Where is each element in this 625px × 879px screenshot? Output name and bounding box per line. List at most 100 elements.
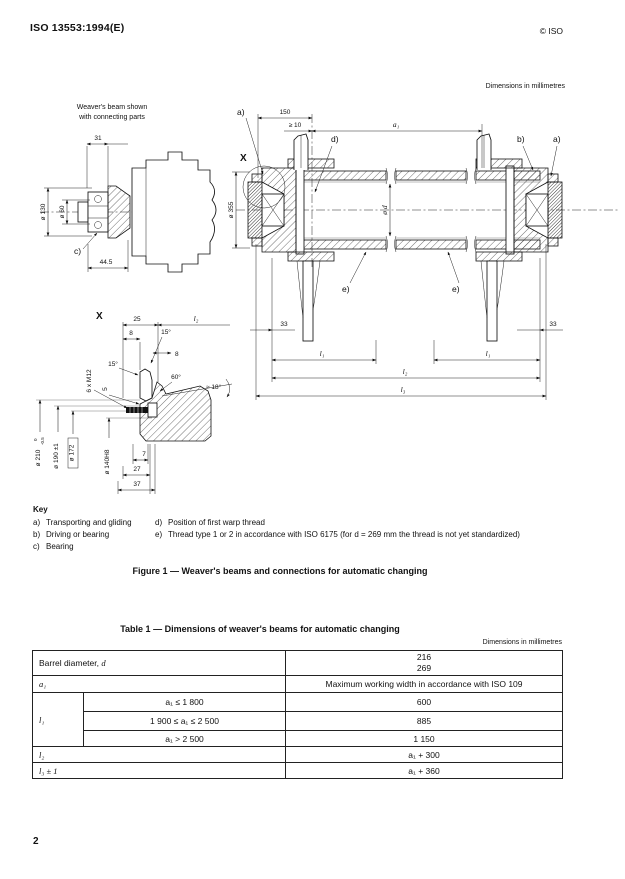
barrel-value-216: 216 bbox=[416, 652, 432, 662]
l1-condition-3: a₁ > 2 500 bbox=[83, 730, 286, 747]
angle-15-left-label: 15° bbox=[108, 360, 118, 368]
dim-dia130: ø 130 bbox=[40, 187, 92, 237]
dim-l3-label: l₃ bbox=[401, 385, 406, 394]
angle-18-label: ≈ 18° bbox=[206, 383, 222, 391]
key-item-b: b) Driving or bearing bbox=[33, 529, 155, 541]
key-item-e-text: Thread type 1 or 2 in accordance with IS… bbox=[168, 530, 520, 539]
label-b-text: b) bbox=[517, 134, 525, 144]
angle-15-right-label: 15° bbox=[161, 328, 171, 336]
dim-44-5-label: 44.5 bbox=[100, 259, 113, 266]
dim-l2-label: l₂ bbox=[403, 367, 408, 376]
table-row: Barrel diameter, d 216 269 bbox=[32, 650, 563, 676]
dim-dia-355: ø 355 bbox=[228, 171, 250, 249]
key-item-c-id: c) bbox=[33, 542, 40, 551]
table-row: l₂ a₁ + 300 bbox=[32, 746, 563, 763]
label-e-left-text: e) bbox=[342, 284, 350, 294]
l2-value-cell: a₁ + 300 bbox=[285, 746, 563, 763]
dia-172-label: ø 172 bbox=[69, 444, 76, 461]
key-item-a-id: a) bbox=[33, 518, 41, 527]
detail-x-circle bbox=[242, 165, 286, 209]
dia-190-label: ø 190 ±1 bbox=[53, 443, 60, 469]
dim-l2-detail-label: l₂ bbox=[194, 314, 199, 323]
label-a-right: a) bbox=[550, 134, 561, 177]
key-item-d: d) Position of first warp thread bbox=[155, 517, 566, 529]
barrel-diameter-symbol: d bbox=[101, 658, 106, 668]
key-item-c: c) Bearing bbox=[33, 541, 155, 553]
dim-l1-left: l₁ bbox=[271, 340, 377, 364]
dim-l3: l₃ bbox=[255, 244, 547, 400]
dim-l2: l₂ bbox=[271, 367, 541, 380]
l1-value-1: 600 bbox=[285, 692, 563, 712]
table-row: a₁ Maximum working width in accordance w… bbox=[32, 675, 563, 693]
table-row: l₁ a₁ ≤ 1 800 600 bbox=[32, 692, 563, 747]
barrel-diameter-values: 216 269 bbox=[285, 650, 563, 676]
table-row: l₃ ± 1 a₁ + 360 bbox=[32, 762, 563, 779]
key-item-a: a) Transporting and gliding bbox=[33, 517, 155, 529]
dim-dia60: ø 60 bbox=[59, 199, 90, 225]
detail-x-view: X 25 bbox=[33, 311, 233, 494]
right-head-geometry bbox=[475, 133, 563, 262]
dimensions-note-table: Dimensions in millimetres bbox=[482, 639, 562, 646]
dim-5-label: 5 bbox=[102, 387, 109, 391]
table-row: a₁ > 2 500 1 150 bbox=[33, 730, 563, 747]
main-view-weavers-beam: 150 ≥ 10 a₁ X a) d) b) bbox=[228, 107, 620, 400]
left-view-beam-with-connecting-parts: Weaver's beam shown with connecting part… bbox=[40, 104, 217, 273]
dia-60-label: ø 60 bbox=[59, 205, 66, 218]
table-1-caption: Table 1 — Dimensions of weaver's beams f… bbox=[120, 624, 400, 634]
figure-1-caption: Figure 1 — Weaver's beams and connection… bbox=[132, 566, 428, 576]
label-a-left-text: a) bbox=[237, 107, 245, 117]
label-a-left: a) bbox=[237, 107, 264, 175]
dim-7-label: 7 bbox=[142, 451, 146, 458]
dim-37: 37 bbox=[117, 444, 156, 494]
dim-dia-210: ø 210 0 -0.5 bbox=[33, 399, 45, 466]
thread-6xM12: 6 x M12 bbox=[86, 369, 128, 409]
barrel-diameter-label: Barrel diameter, bbox=[39, 658, 102, 668]
key-item-d-id: d) bbox=[155, 518, 163, 527]
l3-label-cell: l₃ ± 1 bbox=[32, 762, 286, 779]
angle-15-right: 15° bbox=[150, 328, 171, 364]
dim-a1: a₁ bbox=[311, 120, 483, 168]
doc-number: ISO 13553:1994(E) bbox=[30, 22, 125, 34]
key-item-b-id: b) bbox=[33, 530, 41, 539]
dim-dia-172: ø 172 bbox=[67, 410, 79, 469]
label-e-right-text: e) bbox=[452, 284, 460, 294]
dia-355-label: ø 355 bbox=[228, 201, 235, 218]
dim-8b-label: 8 bbox=[175, 351, 179, 358]
barrel-value-269: 269 bbox=[416, 663, 432, 673]
angle-18: ≈ 18° bbox=[206, 378, 230, 398]
key-title: Key bbox=[33, 505, 48, 514]
dim-7: 7 bbox=[132, 444, 149, 464]
l1-label-cell: l₁ bbox=[32, 692, 84, 747]
left-view-title-line2: with connecting parts bbox=[78, 114, 145, 121]
dim-33-right-label: 33 bbox=[549, 321, 557, 328]
angle-15-left: 15° bbox=[108, 360, 139, 376]
dim-8b: 8 bbox=[152, 351, 179, 358]
hub-and-bearing-geometry bbox=[77, 151, 217, 273]
dim-l1-right: l₁ bbox=[433, 340, 541, 364]
dimensions-note-figure: Dimensions in millimetres bbox=[485, 83, 565, 90]
dim-l2-detail: l₂ bbox=[157, 314, 230, 327]
table-1-dimensions: Barrel diameter, d 216 269 a₁ Maximum wo… bbox=[32, 650, 563, 779]
dia-210-label: ø 210 bbox=[35, 449, 42, 466]
dim-27-label: 27 bbox=[133, 466, 141, 473]
thread-label: 6 x M12 bbox=[86, 369, 93, 393]
dim-150: 150 bbox=[257, 109, 313, 268]
key-item-d-text: Position of first warp thread bbox=[168, 518, 265, 527]
copyright-notice: © ISO bbox=[539, 26, 563, 36]
label-d-text: d) bbox=[331, 134, 339, 144]
dia-140H8-label: ø 140H8 bbox=[104, 449, 111, 474]
dim-l1-right-label: l₁ bbox=[486, 349, 491, 358]
angle-60: 60° bbox=[159, 373, 181, 392]
key-column-1: a) Transporting and gliding b) Driving o… bbox=[33, 517, 155, 553]
dim-150-label: 150 bbox=[280, 109, 291, 116]
label-a-right-text: a) bbox=[553, 134, 561, 144]
a1-value-cell: Maximum working width in accordance with… bbox=[285, 675, 563, 693]
key-item-a-text: Transporting and gliding bbox=[46, 518, 132, 527]
l1-value-3: 1 150 bbox=[285, 730, 563, 747]
key-item-e-id: e) bbox=[155, 530, 163, 539]
key-item-c-text: Bearing bbox=[46, 542, 74, 551]
label-d: d) bbox=[314, 134, 339, 193]
detail-x-marker: X bbox=[240, 153, 247, 164]
label-c: c) bbox=[74, 232, 98, 256]
